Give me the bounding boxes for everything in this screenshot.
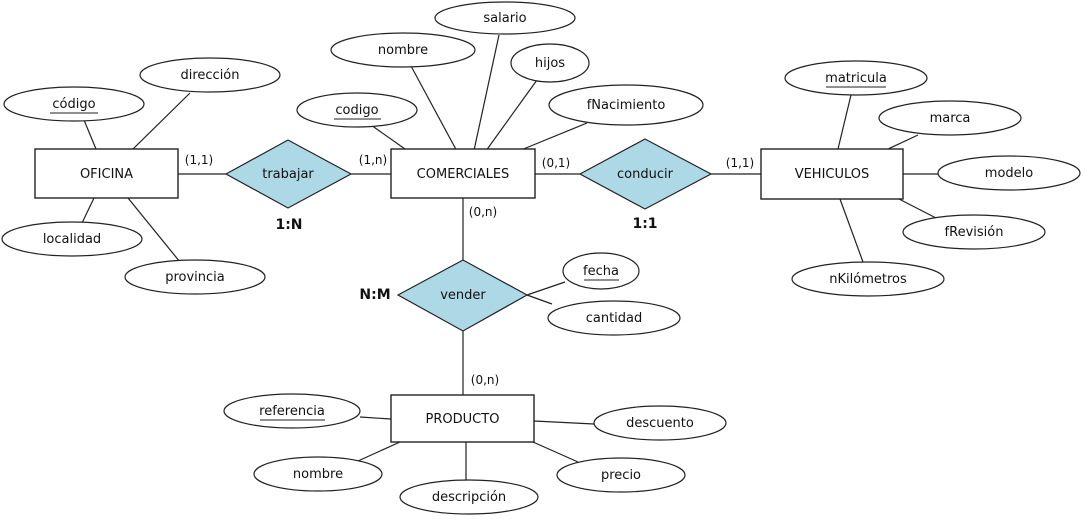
- attribute-producto-descripcion-label: descripción: [432, 490, 506, 505]
- cardinality-comerciales-conducir: (0,1): [542, 156, 570, 170]
- attribute-vehiculos-frevision-label: fRevisión: [945, 225, 1004, 240]
- entity-oficina: OFICINA: [34, 148, 179, 199]
- attribute-producto-descuento: descuento: [593, 405, 727, 441]
- attribute-comerciales-fnacimiento-label: fNacimiento: [587, 98, 666, 113]
- relationship-trabajar: trabajar: [224, 139, 353, 209]
- attribute-vender-fecha: fecha: [562, 252, 640, 290]
- attribute-vehiculos-frevision: fRevisión: [902, 214, 1046, 250]
- attribute-oficina-direccion-label: dirección: [180, 68, 239, 83]
- attribute-vender-cantidad-label: cantidad: [586, 311, 643, 326]
- attribute-vender-cantidad: cantidad: [547, 300, 681, 336]
- relationship-vender: vender: [396, 259, 529, 332]
- attribute-vehiculos-nkilometros: nKilómetros: [791, 261, 945, 297]
- ratio-vender: N:M: [359, 287, 390, 303]
- attribute-vehiculos-matricula: matricula: [784, 60, 928, 96]
- attribute-oficina-provincia-label: provincia: [165, 270, 225, 285]
- attribute-comerciales-nombre-label: nombre: [378, 43, 428, 58]
- attribute-oficina-localidad-label: localidad: [43, 232, 101, 247]
- cardinality-oficina-trabajar: (1,1): [185, 153, 213, 167]
- attribute-comerciales-fnacimiento: fNacimiento: [548, 84, 704, 126]
- attribute-comerciales-hijos: hijos: [510, 43, 590, 83]
- entity-oficina-label: OFICINA: [80, 167, 133, 182]
- relationship-vender-label: vender: [440, 288, 486, 303]
- attribute-producto-descripcion: descripción: [399, 479, 539, 515]
- attribute-oficina-codigo-label: código: [52, 97, 95, 112]
- attribute-comerciales-hijos-label: hijos: [535, 56, 565, 71]
- attribute-vehiculos-modelo-label: modelo: [985, 166, 1033, 181]
- attribute-comerciales-codigo: codigo: [296, 92, 418, 128]
- attribute-oficina-direccion: dirección: [139, 57, 281, 93]
- cardinality-comerciales-trabajar: (1,n): [359, 153, 387, 167]
- attribute-producto-descuento-label: descuento: [626, 416, 694, 431]
- cardinality-vehiculos-conducir: (1,1): [726, 156, 754, 170]
- cardinality-comerciales-vender: (0,n): [469, 205, 497, 219]
- entity-comerciales: COMERCIALES: [390, 148, 536, 199]
- attribute-oficina-localidad: localidad: [1, 221, 143, 257]
- entity-comerciales-label: COMERCIALES: [417, 167, 510, 182]
- attribute-comerciales-codigo-label: codigo: [335, 103, 378, 118]
- attribute-vender-fecha-label: fecha: [583, 264, 619, 279]
- ratio-trabajar: 1:N: [275, 217, 302, 233]
- entity-producto-label: PRODUCTO: [426, 412, 500, 427]
- ratio-conducir: 1:1: [632, 216, 657, 232]
- attribute-vehiculos-modelo: modelo: [937, 155, 1081, 191]
- attribute-producto-referencia-label: referencia: [259, 404, 325, 419]
- attribute-producto-precio-label: precio: [601, 468, 641, 483]
- attribute-oficina-provincia: provincia: [124, 259, 266, 295]
- attribute-comerciales-nombre: nombre: [330, 32, 476, 68]
- attribute-vehiculos-marca: marca: [878, 100, 1022, 136]
- relationship-trabajar-label: trabajar: [262, 167, 314, 182]
- cardinality-producto-vender: (0,n): [471, 373, 499, 387]
- attribute-producto-referencia: referencia: [223, 393, 361, 429]
- attribute-producto-nombre-label: nombre: [293, 467, 343, 482]
- attribute-producto-precio: precio: [556, 457, 686, 493]
- attribute-comerciales-salario: salario: [434, 1, 576, 35]
- attribute-comerciales-salario-label: salario: [483, 11, 526, 26]
- attribute-vehiculos-matricula-label: matricula: [825, 71, 887, 86]
- attribute-vehiculos-marca-label: marca: [930, 111, 971, 126]
- relationship-conducir: conducir: [578, 138, 713, 210]
- entity-vehiculos: VEHICULOS: [760, 148, 904, 200]
- entity-vehiculos-label: VEHICULOS: [795, 167, 870, 182]
- attribute-oficina-codigo: código: [3, 86, 145, 122]
- entity-producto: PRODUCTO: [390, 394, 535, 443]
- attribute-producto-nombre: nombre: [253, 456, 383, 492]
- connectors: [81, 34, 939, 481]
- attribute-vehiculos-nkilometros-label: nKilómetros: [829, 272, 907, 287]
- relationship-conducir-label: conducir: [617, 167, 674, 182]
